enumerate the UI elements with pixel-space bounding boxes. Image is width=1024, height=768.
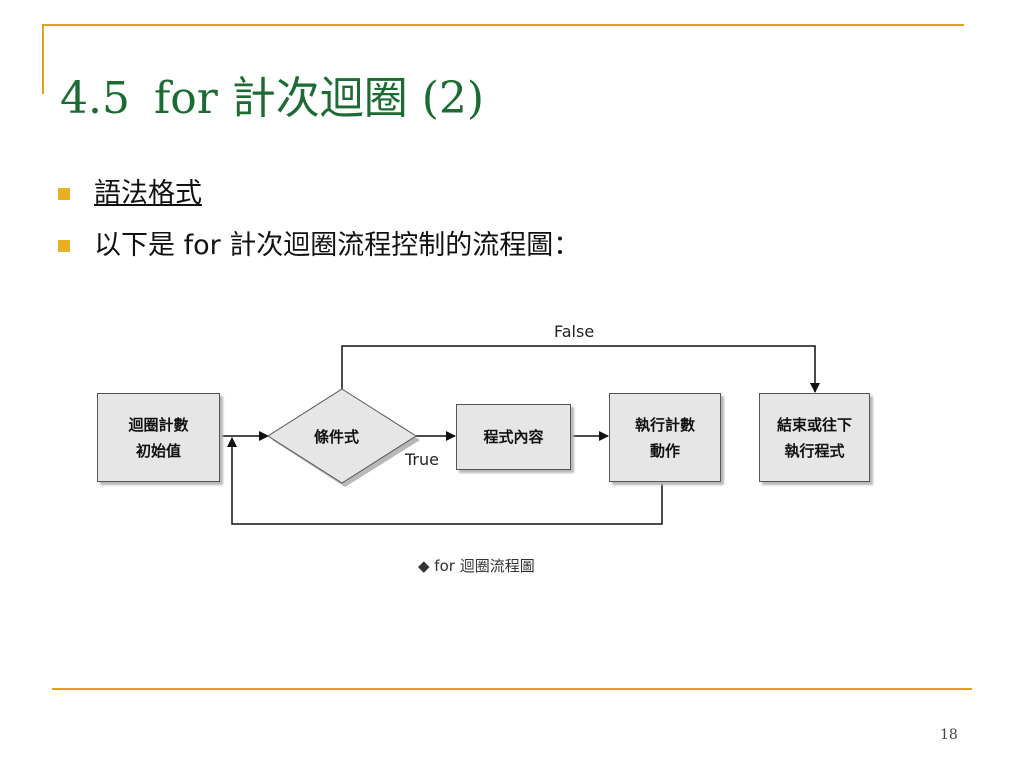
arrow-loop-back: [227, 437, 663, 525]
bullet-square-icon: [58, 240, 70, 252]
left-rule: [42, 24, 44, 94]
box-end-continue: 結束或往下 執行程式: [759, 393, 870, 482]
title-text: for 計次迴圈 (2): [153, 73, 485, 124]
bullet-item-intro: 以下是 for 計次迴圈流程控制的流程圖：: [58, 220, 580, 272]
bottom-rule: [52, 688, 972, 690]
figure-caption: ◆ for 迴圈流程圖: [418, 557, 535, 575]
slide-title: 4.5 for 計次迴圈 (2): [60, 62, 484, 126]
title-number: 4.5: [60, 73, 130, 124]
box-counter-update: 執行計數 動作: [609, 393, 721, 482]
bullet-item-syntax: 語法格式: [58, 168, 580, 220]
false-label: False: [554, 322, 595, 341]
box-init-counter: 迴圈計數 初始值: [97, 393, 220, 482]
box-loop-body: 程式內容: [456, 404, 571, 470]
bullet-list: 語法格式 以下是 for 計次迴圈流程控制的流程圖：: [58, 168, 580, 272]
page-number: 18: [940, 727, 958, 743]
true-label: True: [405, 450, 439, 469]
bullet-text-intro: 以下是 for 計次迴圈流程控制的流程圖：: [94, 230, 581, 261]
condition-label: 條件式: [314, 428, 360, 446]
arrow-condition-to-end: [341, 345, 820, 393]
bullet-square-icon: [58, 188, 70, 200]
bullet-text-syntax: 語法格式: [94, 178, 202, 209]
top-rule: [42, 24, 964, 26]
condition-diamond: [267, 388, 417, 484]
